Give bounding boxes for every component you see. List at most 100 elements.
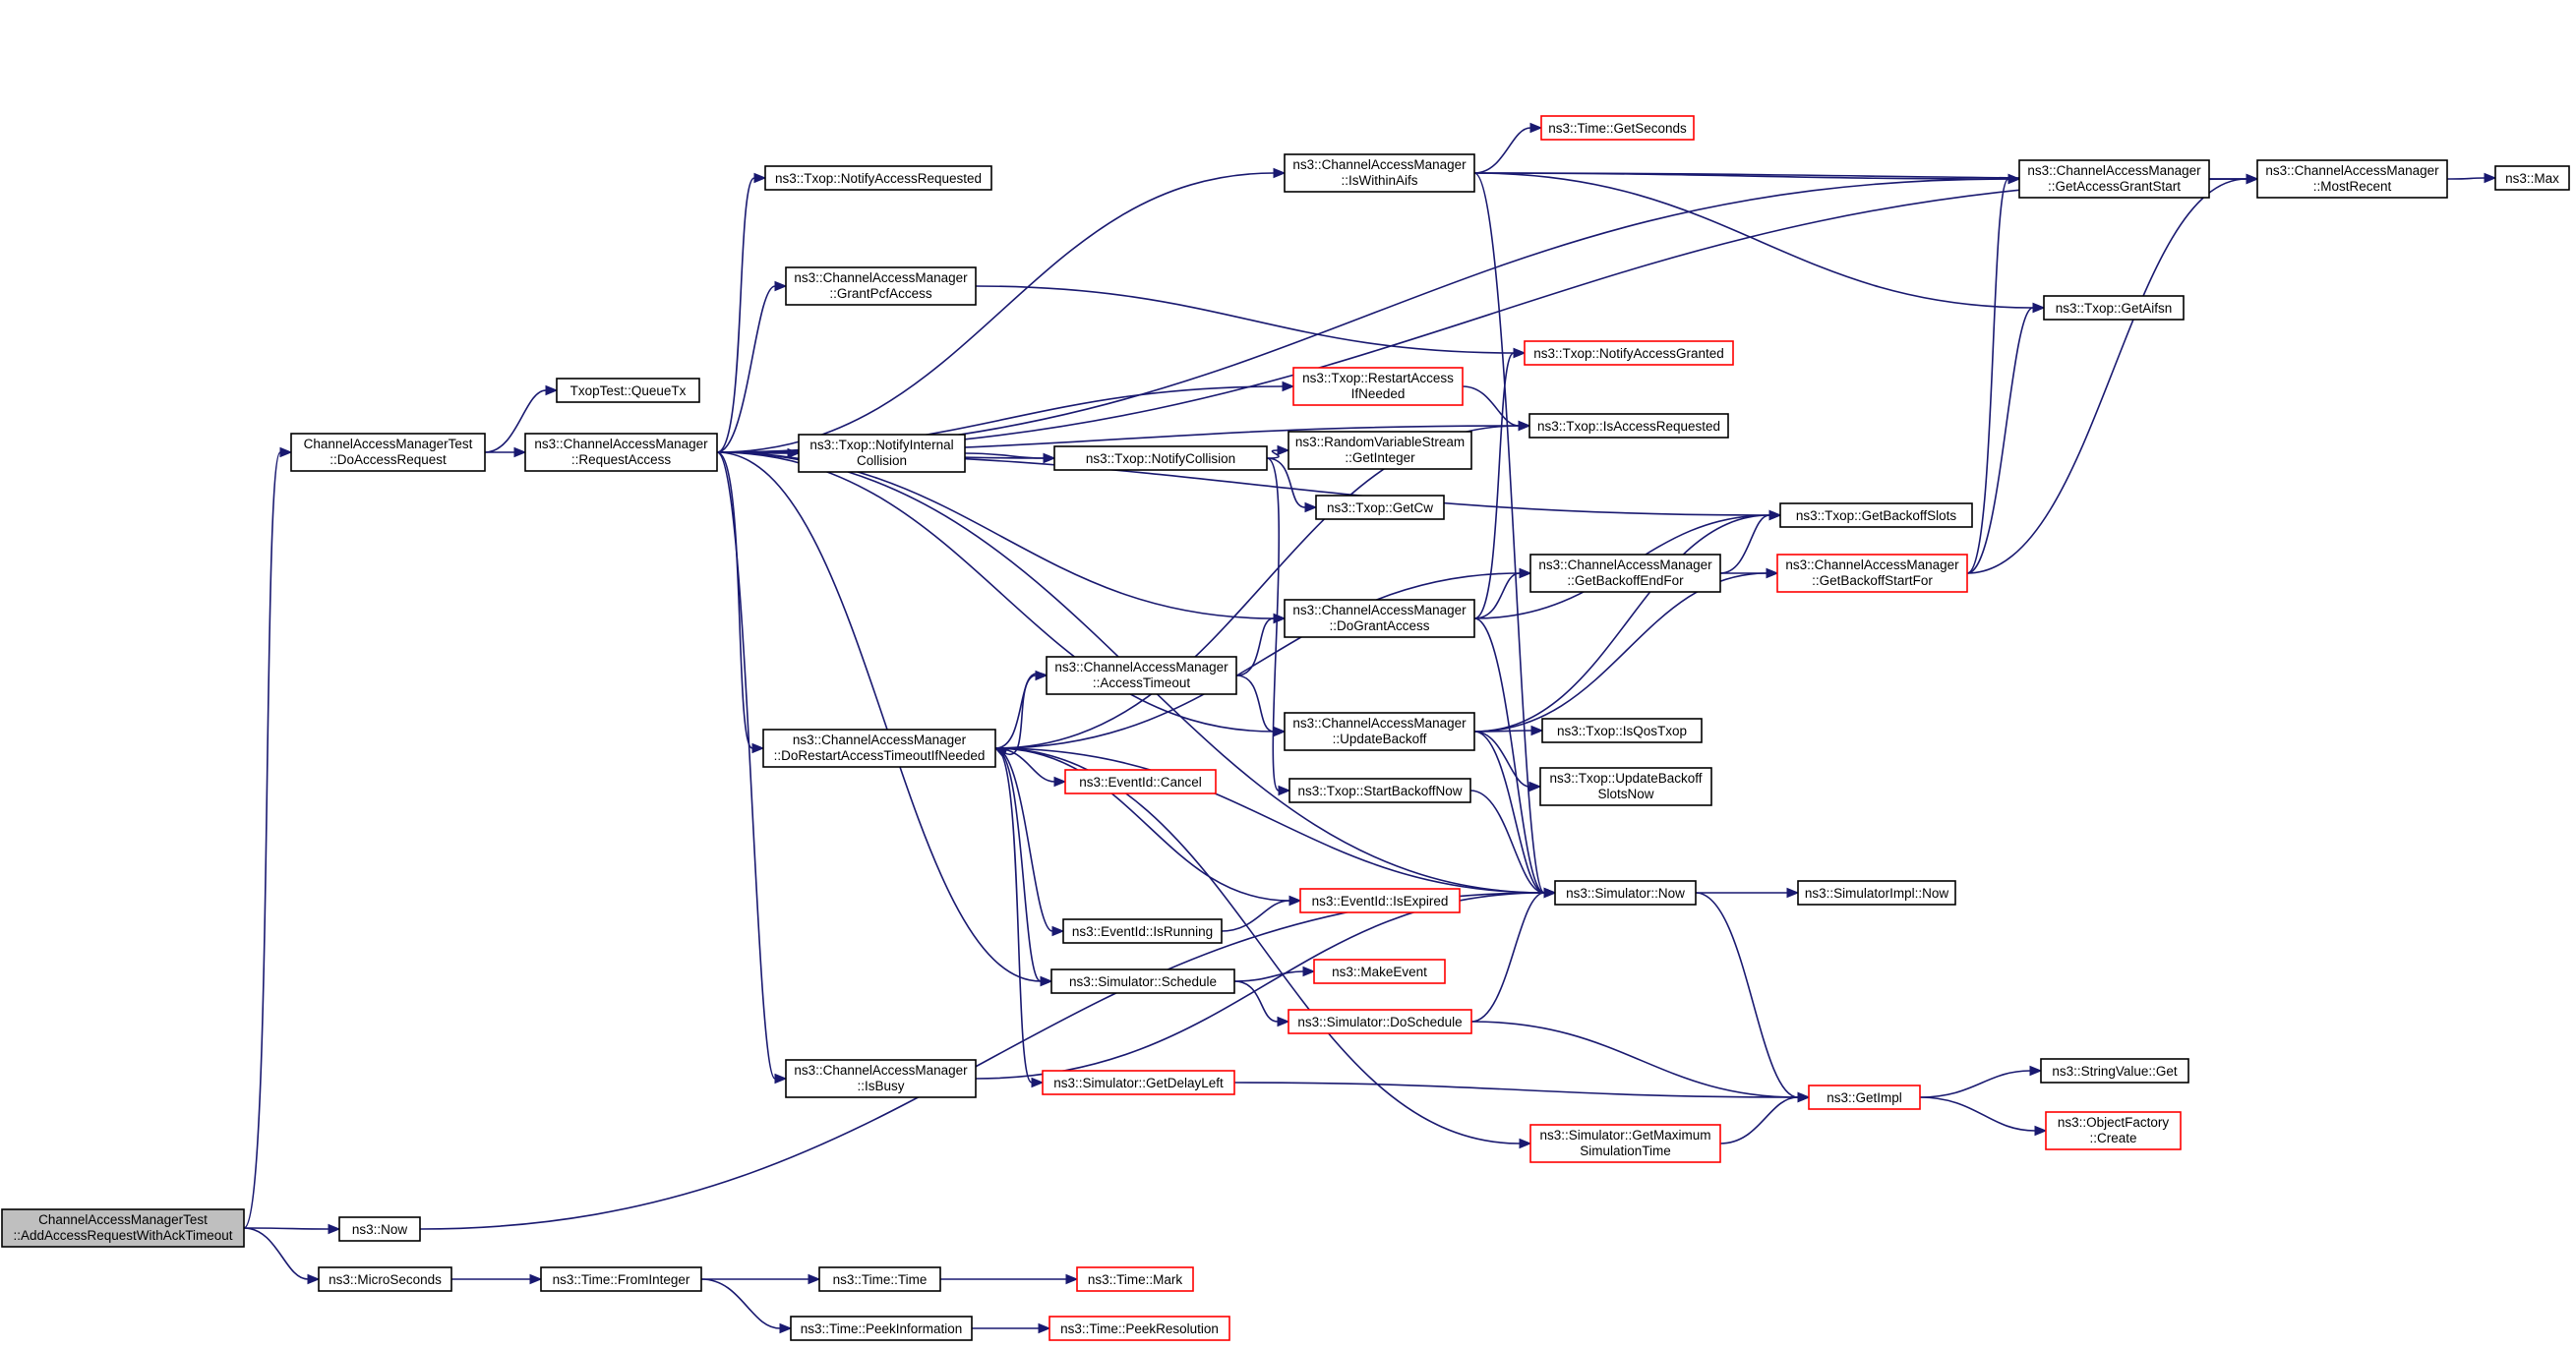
node-label: ::GetInteger bbox=[1345, 450, 1415, 465]
function-node-isAccessRequested[interactable]: ns3::Txop::IsAccessRequested bbox=[1528, 413, 1729, 439]
call-edge bbox=[1470, 887, 1557, 1023]
function-node-simNow[interactable]: ns3::Simulator::Now bbox=[1554, 880, 1697, 906]
function-node-grantPcfAccess[interactable]: ns3::ChannelAccessManager::GrantPcfAcces… bbox=[785, 266, 977, 306]
function-node-doAccessRequest[interactable]: ChannelAccessManagerTest::DoAccessReques… bbox=[290, 433, 486, 472]
function-node-stringValueGet[interactable]: ns3::StringValue::Get bbox=[2040, 1058, 2189, 1084]
call-edge bbox=[993, 672, 1048, 758]
function-node-objectFactoryCreate[interactable]: ns3::ObjectFactory::Create bbox=[2045, 1111, 2182, 1150]
call-edge bbox=[1966, 302, 2046, 574]
node-label: ns3::Simulator::GetDelayLeft bbox=[1053, 1076, 1224, 1090]
call-edge bbox=[972, 1322, 1051, 1334]
node-label: ns3::Time::PeekResolution bbox=[1060, 1321, 1219, 1336]
call-edge bbox=[716, 167, 1287, 453]
node-label: ns3::Txop::IsAccessRequested bbox=[1537, 419, 1720, 434]
node-label: ns3::Simulator::Schedule bbox=[1069, 974, 1217, 989]
call-edge bbox=[1966, 173, 2259, 574]
call-edge bbox=[994, 747, 1065, 937]
node-label: ns3::ChannelAccessManager bbox=[2027, 163, 2201, 178]
function-node-isWithinAifs[interactable]: ns3::ChannelAccessManager::IsWithinAifs bbox=[1284, 153, 1475, 193]
function-node-schedule[interactable]: ns3::Simulator::Schedule bbox=[1050, 968, 1235, 994]
node-label: ns3::Simulator::Now bbox=[1566, 886, 1685, 901]
function-node-getSeconds[interactable]: ns3::Time::GetSeconds bbox=[1540, 115, 1695, 141]
call-edge bbox=[716, 172, 767, 453]
call-edge bbox=[1695, 892, 1811, 1103]
function-node-queueTx[interactable]: TxopTest::QueueTx bbox=[556, 378, 700, 403]
node-label: ns3::Txop::GetCw bbox=[1327, 500, 1433, 515]
call-edge bbox=[701, 1273, 821, 1285]
call-edge bbox=[1266, 457, 1318, 513]
function-node-notifyAccessGranted[interactable]: ns3::Txop::NotifyAccessGranted bbox=[1524, 340, 1734, 366]
function-node-getBackoffSlots[interactable]: ns3::Txop::GetBackoffSlots bbox=[1779, 502, 1973, 528]
function-node-root[interactable]: ChannelAccessManagerTest::AddAccessReque… bbox=[1, 1208, 245, 1248]
function-node-getAccessGrantStart[interactable]: ns3::ChannelAccessManager::GetAccessGran… bbox=[2018, 159, 2210, 199]
node-label: ns3::Txop::RestartAccess bbox=[1302, 371, 1454, 385]
node-label: ChannelAccessManagerTest bbox=[38, 1212, 208, 1227]
call-edge bbox=[975, 285, 1527, 359]
function-node-isBusy[interactable]: ns3::ChannelAccessManager::IsBusy bbox=[785, 1059, 977, 1098]
node-label: ns3::Time::FromInteger bbox=[553, 1272, 690, 1287]
function-node-accessTimeout[interactable]: ns3::ChannelAccessManager::AccessTimeout bbox=[1046, 656, 1237, 695]
function-node-getBackoffStartFor[interactable]: ns3::ChannelAccessManager::GetBackoffSta… bbox=[1776, 554, 1968, 593]
call-edge bbox=[1473, 122, 1543, 174]
node-label: ns3::ChannelAccessManager bbox=[1538, 557, 1712, 572]
node-label: ns3::Txop::NotifyInternal bbox=[809, 438, 953, 452]
function-node-doGrantAccess[interactable]: ns3::ChannelAccessManager::DoGrantAccess bbox=[1284, 599, 1475, 638]
function-node-now[interactable]: ns3::Now bbox=[338, 1216, 421, 1242]
function-node-updateBackoff[interactable]: ns3::ChannelAccessManager::UpdateBackoff bbox=[1284, 712, 1475, 751]
node-label: ns3::GetImpl bbox=[1827, 1090, 1902, 1105]
function-node-timeMark[interactable]: ns3::Time::Mark bbox=[1076, 1266, 1194, 1292]
function-node-isRunning[interactable]: ns3::EventId::IsRunning bbox=[1062, 918, 1223, 944]
call-edge bbox=[964, 452, 1056, 464]
function-node-mostRecent[interactable]: ns3::ChannelAccessManager::MostRecent bbox=[2256, 159, 2448, 199]
call-edge bbox=[1473, 509, 1782, 733]
node-label: ns3::ChannelAccessManager bbox=[1292, 157, 1467, 172]
node-label: ::Create bbox=[2089, 1131, 2136, 1145]
function-node-timeTime[interactable]: ns3::Time::Time bbox=[818, 1266, 941, 1292]
call-edge bbox=[716, 451, 765, 754]
function-node-getAifsn[interactable]: ns3::Txop::GetAifsn bbox=[2043, 295, 2185, 321]
function-node-getBackoffEndFor[interactable]: ns3::ChannelAccessManager::GetBackoffEnd… bbox=[1529, 554, 1721, 593]
function-node-max[interactable]: ns3::Max bbox=[2494, 165, 2570, 191]
function-node-requestAccess[interactable]: ns3::ChannelAccessManager::RequestAccess bbox=[524, 433, 718, 472]
node-label: Collision bbox=[857, 453, 907, 468]
function-node-peekInformation[interactable]: ns3::Time::PeekInformation bbox=[790, 1316, 973, 1341]
call-edges bbox=[243, 122, 2497, 1334]
call-edge bbox=[1919, 1065, 2043, 1098]
call-edge bbox=[1221, 895, 1302, 932]
function-node-doRestart[interactable]: ns3::ChannelAccessManager::DoRestartAcce… bbox=[762, 729, 996, 768]
node-label: ns3::Txop::NotifyCollision bbox=[1086, 451, 1235, 466]
node-label: ns3::ChannelAccessManager bbox=[1292, 716, 1467, 731]
function-node-getCw[interactable]: ns3::Txop::GetCw bbox=[1315, 495, 1445, 520]
function-node-getImpl[interactable]: ns3::GetImpl bbox=[1808, 1085, 1921, 1110]
call-edge bbox=[243, 446, 293, 1229]
function-node-microSeconds[interactable]: ns3::MicroSeconds bbox=[318, 1266, 452, 1292]
function-node-getInteger[interactable]: ns3::RandomVariableStream::GetInteger bbox=[1288, 431, 1472, 470]
function-node-notifyAccessRequested[interactable]: ns3::Txop::NotifyAccessRequested bbox=[764, 165, 992, 191]
function-node-fromInteger[interactable]: ns3::Time::FromInteger bbox=[540, 1266, 702, 1292]
node-label: ns3::Txop::NotifyAccessRequested bbox=[775, 171, 982, 186]
function-node-simImplNow[interactable]: ns3::SimulatorImpl::Now bbox=[1797, 880, 1956, 906]
call-edge bbox=[1235, 613, 1287, 676]
node-label: ns3::ChannelAccessManager bbox=[794, 270, 968, 285]
node-label: ::UpdateBackoff bbox=[1333, 732, 1427, 746]
call-edge bbox=[1233, 966, 1316, 982]
call-edge bbox=[716, 451, 788, 1085]
function-node-makeEvent[interactable]: ns3::MakeEvent bbox=[1313, 959, 1446, 984]
node-label: ::GrantPcfAccess bbox=[829, 286, 932, 301]
function-node-getDelayLeft[interactable]: ns3::Simulator::GetDelayLeft bbox=[1042, 1070, 1235, 1095]
function-node-notifyCollision[interactable]: ns3::Txop::NotifyCollision bbox=[1053, 445, 1268, 471]
node-label: ns3::Txop::GetAifsn bbox=[2056, 301, 2173, 316]
function-node-isQosTxop[interactable]: ns3::Txop::IsQosTxop bbox=[1541, 718, 1703, 743]
function-node-peekResolution[interactable]: ns3::Time::PeekResolution bbox=[1048, 1316, 1230, 1341]
node-label: ns3::EventId::Cancel bbox=[1079, 775, 1202, 790]
function-node-eventCancel[interactable]: ns3::EventId::Cancel bbox=[1064, 769, 1217, 794]
function-node-isExpired[interactable]: ns3::EventId::IsExpired bbox=[1299, 888, 1461, 913]
function-node-startBackoffNow[interactable]: ns3::Txop::StartBackoffNow bbox=[1288, 778, 1471, 803]
function-node-doSchedule[interactable]: ns3::Simulator::DoSchedule bbox=[1288, 1009, 1472, 1034]
call-edge bbox=[716, 451, 1053, 987]
call-edge bbox=[1695, 887, 1800, 899]
